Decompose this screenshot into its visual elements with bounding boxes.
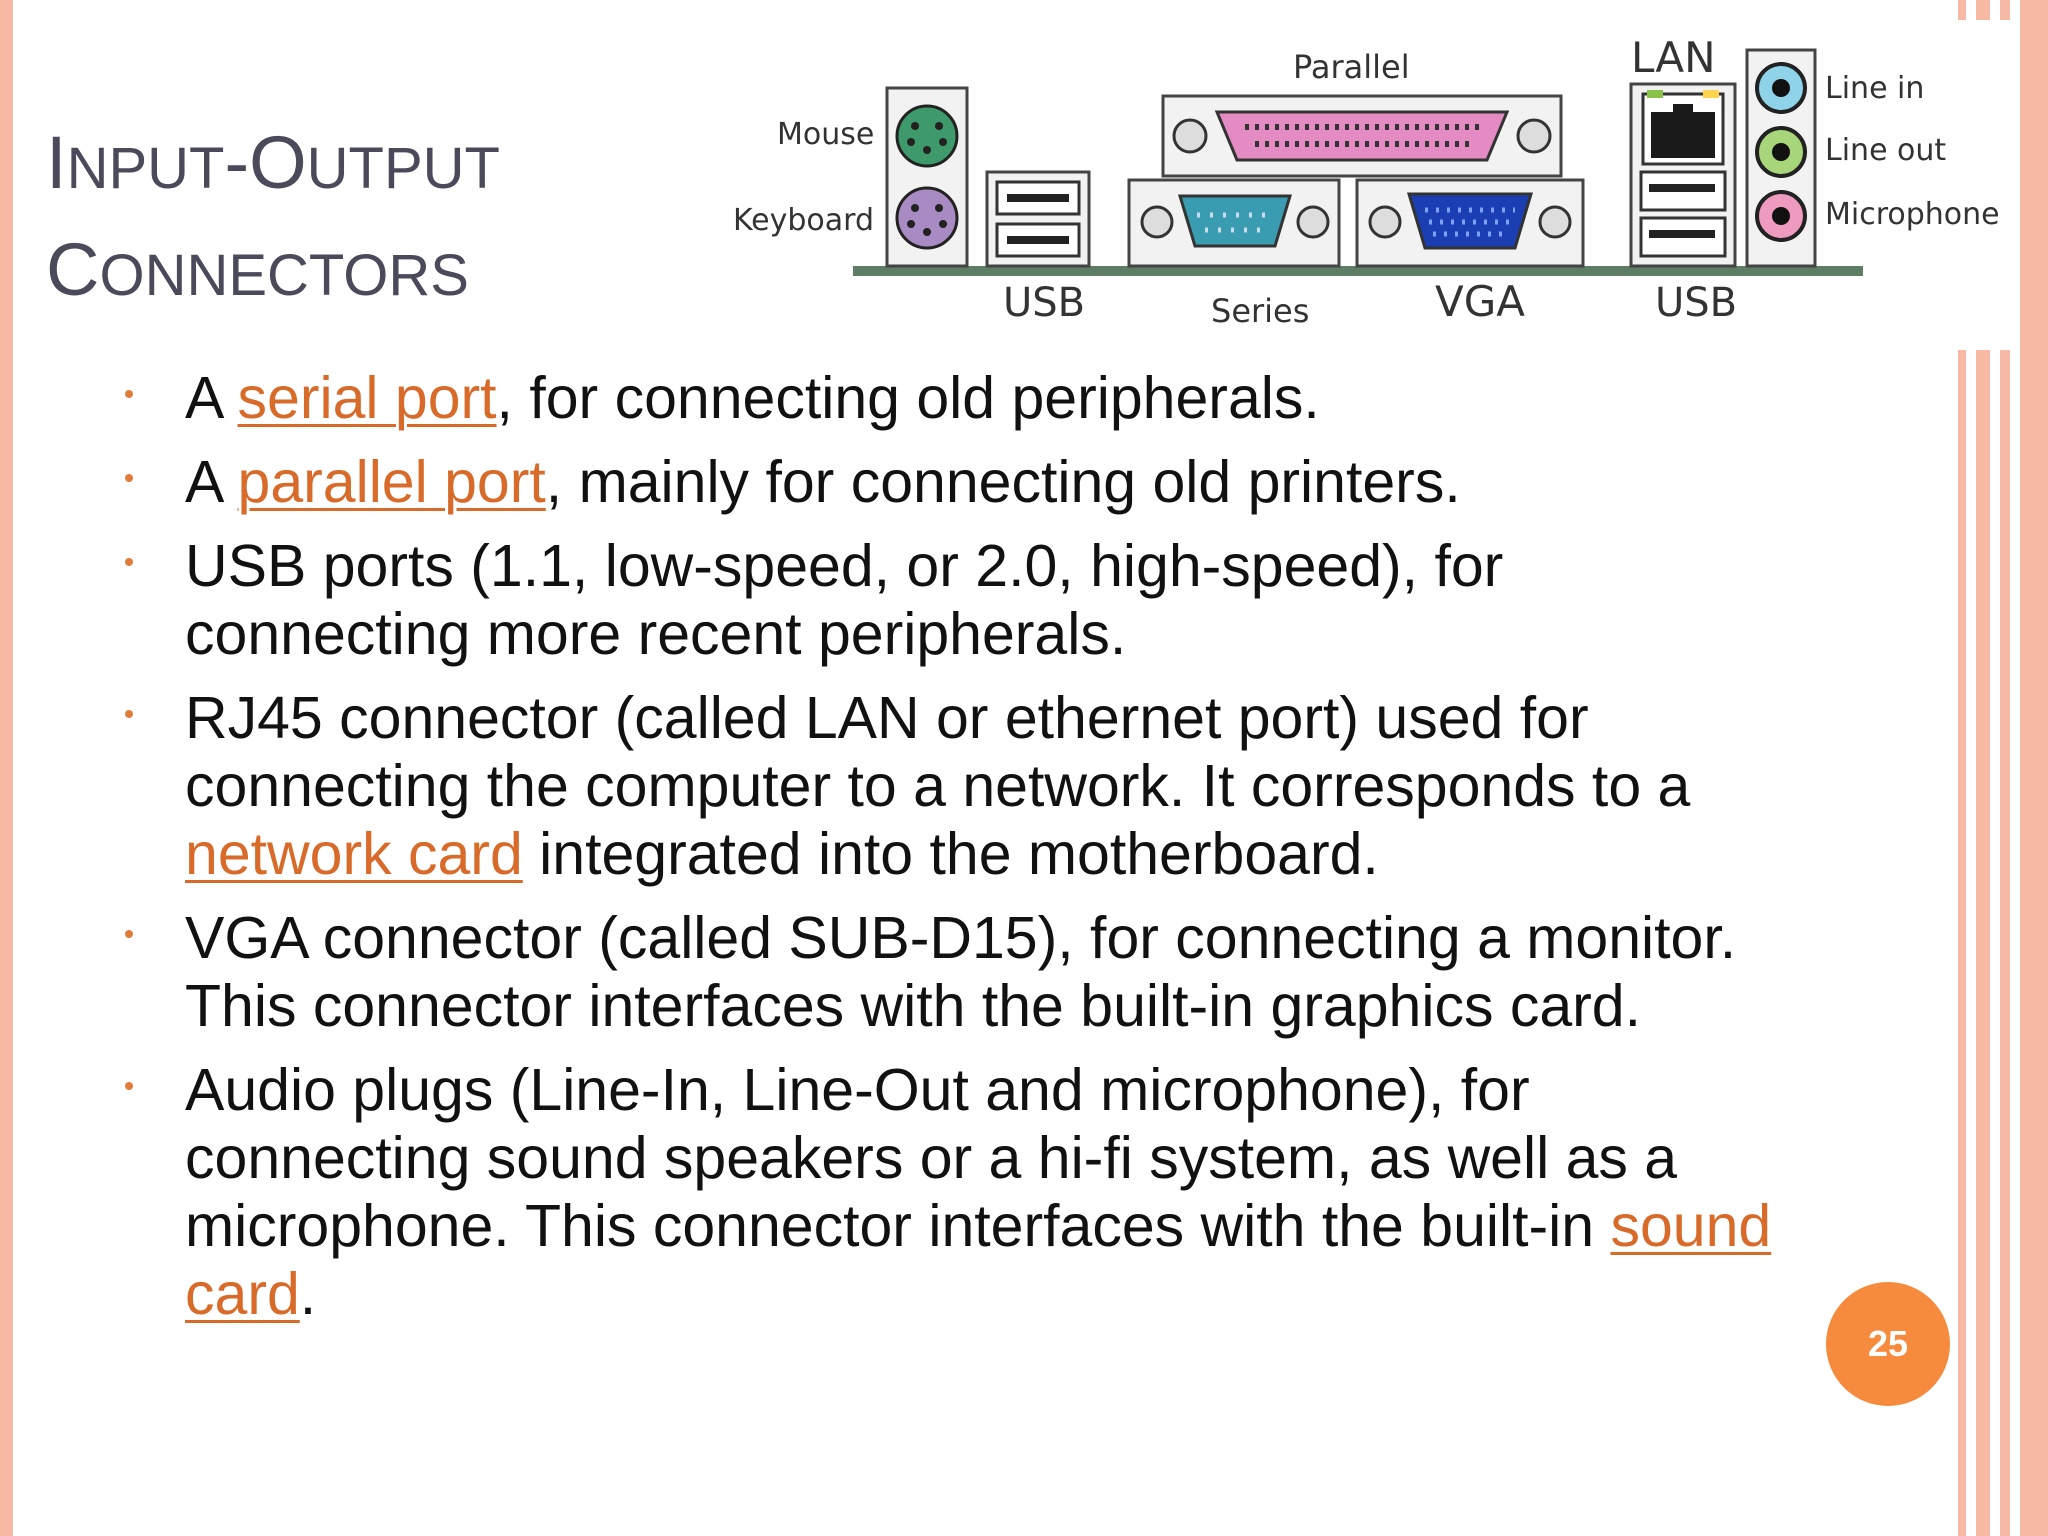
bullet-dot: [125, 558, 133, 566]
label-usb-right: USB: [1655, 280, 1737, 326]
network-card-link[interactable]: network card: [185, 821, 523, 887]
bullet-item: A parallel port, mainly for connecting o…: [125, 448, 1775, 516]
right-border-stripe: [1976, 0, 1990, 1536]
io-connectors-diagram: Mouse Keyboard Parallel LAN Line in Line…: [725, 20, 2015, 350]
label-parallel: Parallel: [1293, 48, 1410, 86]
label-vga: VGA: [1435, 277, 1525, 326]
bullet-item: VGA connector (called SUB-D15), for conn…: [125, 904, 1775, 1040]
label-line-out: Line out: [1825, 133, 1946, 168]
right-border-stripe: [2000, 0, 2010, 1536]
page-number-badge: 25: [1826, 1282, 1950, 1406]
bullet-item: RJ45 connector (called LAN or ethernet p…: [125, 684, 1775, 888]
bullet-dot: [125, 390, 133, 398]
bullet-dot: [125, 1082, 133, 1090]
bullet-list: A serial port, for connecting old periph…: [125, 364, 1775, 1344]
bullet-item: Audio plugs (Line-In, Line-Out and micro…: [125, 1056, 1775, 1328]
bullet-dot: [125, 710, 133, 718]
label-microphone: Microphone: [1825, 197, 2000, 232]
label-series: Series: [1211, 292, 1309, 330]
label-line-in: Line in: [1825, 71, 1924, 106]
usb-ports-left: [985, 170, 1091, 268]
right-border-stripe: [2020, 0, 2048, 1536]
serial-port: [1127, 178, 1341, 268]
ps2-ports: [885, 86, 969, 268]
parallel-port-link[interactable]: parallel port: [237, 449, 546, 515]
bullet-item: USB ports (1.1, low-speed, or 2.0, high-…: [125, 532, 1775, 668]
sound-card-link[interactable]: sound card: [185, 1193, 1772, 1327]
serial-port-link[interactable]: serial port: [237, 365, 497, 431]
label-lan: LAN: [1631, 33, 1716, 82]
lan-usb-stack: [1629, 82, 1737, 268]
audio-jacks: [1745, 48, 1817, 268]
slide-title: INPUT-OUTPUT CONNECTORS: [46, 121, 500, 311]
right-border-stripe: [1958, 0, 1966, 1536]
bullet-dot: [125, 474, 133, 482]
board-strip: [853, 266, 1863, 276]
label-keyboard: Keyboard: [733, 203, 874, 238]
vga-port: [1355, 178, 1585, 268]
label-usb-left: USB: [1003, 280, 1085, 326]
left-border-stripe: [0, 0, 13, 1536]
keyboard-port: [895, 186, 959, 250]
mouse-port: [895, 104, 959, 168]
label-mouse: Mouse: [777, 117, 874, 152]
bullet-dot: [125, 930, 133, 938]
parallel-port: [1161, 94, 1563, 178]
bullet-item: A serial port, for connecting old periph…: [125, 364, 1775, 432]
